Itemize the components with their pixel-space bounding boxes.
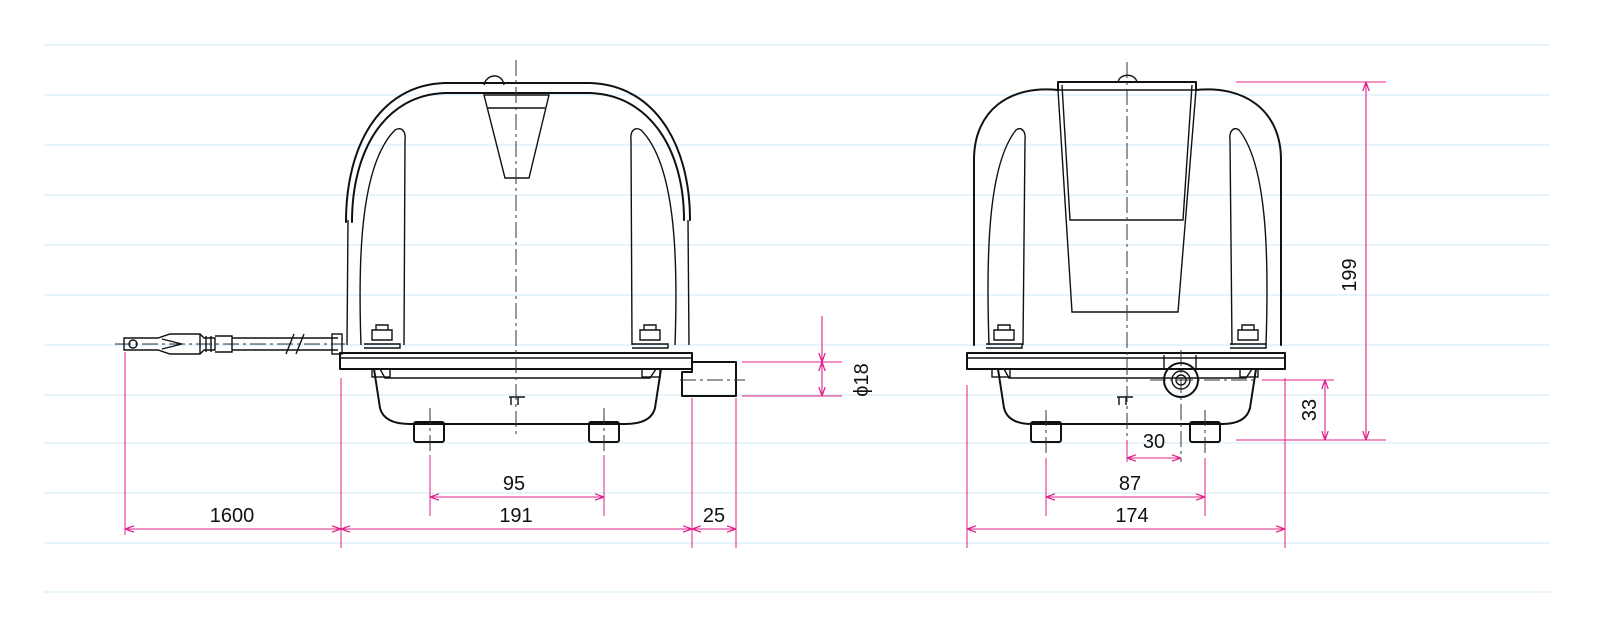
side-foot-spacing-label: 95: [503, 473, 525, 495]
outlet-diameter-label: ϕ18: [851, 363, 873, 396]
background-grid: [44, 44, 1550, 593]
dimension-labels: 1600 191 95 25 ϕ18 174 87 30 199 33: [210, 258, 1361, 527]
outlet-offset-label: 30: [1143, 431, 1165, 453]
air-outlet: [681, 361, 737, 397]
outlet-length-label: 25: [703, 505, 725, 527]
dimension-lines: [124, 81, 1386, 548]
front-view: [966, 62, 1286, 462]
front-width-label: 174: [1115, 505, 1148, 527]
outlet-height-label: 33: [1299, 399, 1321, 421]
side-view: [115, 60, 745, 452]
height-label: 199: [1339, 258, 1361, 291]
cable-length-label: 1600: [210, 505, 255, 527]
front-base-plate: [966, 352, 1286, 370]
front-foot-spacing-label: 87: [1119, 473, 1141, 495]
cover-outline: [345, 82, 691, 223]
power-cable: [115, 333, 345, 355]
side-width-label: 191: [499, 505, 532, 527]
